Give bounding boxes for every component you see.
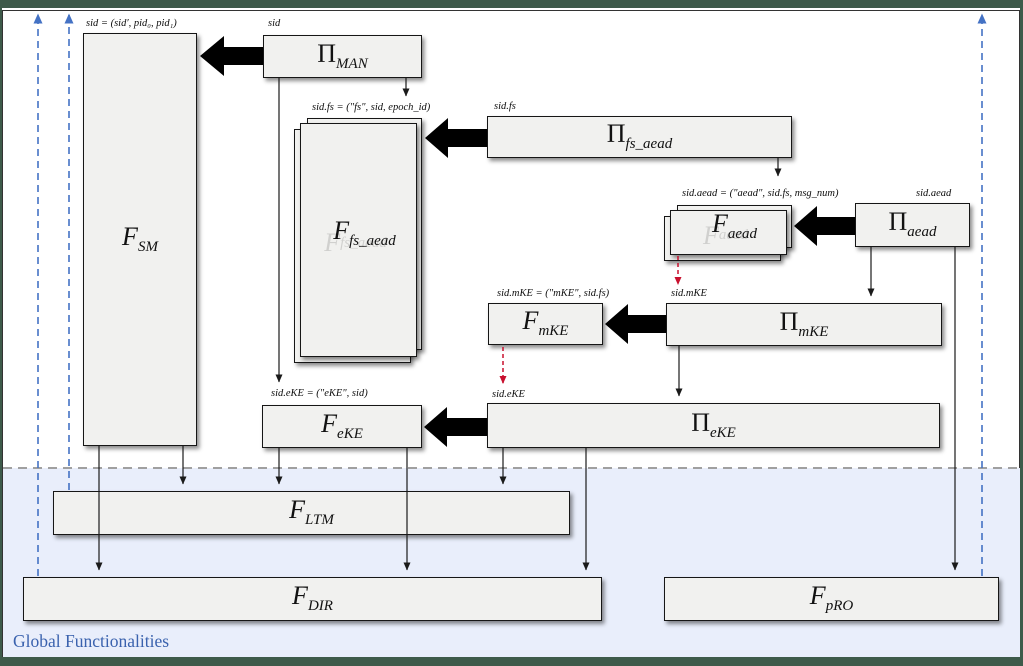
label-sid-mke: sid.mKE <box>671 288 707 299</box>
node-label: FLTM <box>289 495 334 529</box>
node-label: Faead <box>711 208 758 243</box>
node-label: Πfs_aead <box>606 119 673 153</box>
node-f-mke: FmKE <box>488 303 603 345</box>
node-pi-eke: ΠeKE <box>487 403 940 448</box>
node-label: Ffs_aead <box>333 216 396 250</box>
node-label: FmKE <box>522 306 569 340</box>
node-label: FSM <box>122 221 158 256</box>
node-f-eke: FeKE <box>262 405 422 448</box>
global-functionalities-title: Global Functionalities <box>13 631 170 651</box>
label-sid-eke: sid.eKE <box>492 389 525 400</box>
label-sid-eke-eq: sid.eKE = ("eKE", sid) <box>271 388 368 399</box>
node-pi-mke: ΠmKE <box>666 303 942 346</box>
node-label: Πaead <box>888 207 937 241</box>
node-label: ΠeKE <box>691 407 736 442</box>
node-label: FDIR <box>292 581 333 615</box>
node-pi-fs-aead: Πfs_aead <box>487 116 792 158</box>
label-sid-mke-eq: sid.mKE = ("mKE", sid.fs) <box>497 288 610 299</box>
node-pi-aead: Πaead <box>855 203 970 247</box>
node-label: ΠmKE <box>779 306 829 341</box>
label-sid-man: sid <box>268 18 281 29</box>
label-sid-fs: sid.fs <box>494 101 516 112</box>
label-sid-sm: sid = (sid′, pid₀, pid₁) <box>86 18 177 29</box>
node-label: ΠMAN <box>317 38 368 73</box>
label-sid-aead: sid.aead <box>916 188 952 199</box>
node-f-sm: FSM <box>83 33 197 446</box>
node-f-dir: FDIR <box>23 577 602 621</box>
label-sid-fs-eq: sid.fs = ("fs", sid, epoch_id) <box>312 102 431 113</box>
node-label: FeKE <box>321 408 363 443</box>
node-f-ltm: FLTM <box>53 491 570 535</box>
label-sid-aead-eq: sid.aead = ("aead", sid.fs, msg_num) <box>682 188 839 199</box>
node-label: FpRO <box>809 581 854 615</box>
node-pi-man: ΠMAN <box>263 35 422 78</box>
node-f-pro: FpRO <box>664 577 999 621</box>
